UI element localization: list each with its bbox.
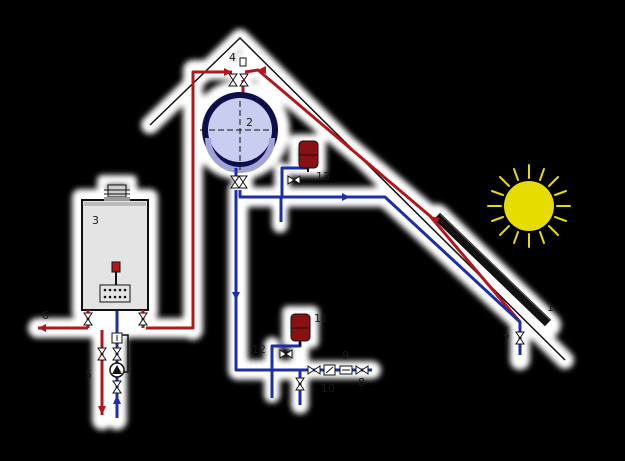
hot-pipes <box>38 68 522 415</box>
hot-return-arrow <box>258 66 266 74</box>
label-9: 9 <box>342 349 349 362</box>
expansion-vessel-11 <box>290 313 311 346</box>
collector-return-pipe <box>244 68 522 323</box>
valve-boiler-left-icon <box>83 312 93 326</box>
label-6: 6 <box>42 309 49 322</box>
component-labels: 1 2 3 4 5 6 7 8 9 10 11 12 13 <box>42 51 554 395</box>
boiler-burner <box>99 284 131 303</box>
storage-tank <box>200 80 280 180</box>
valve-tank-bottom-right-icon <box>238 175 248 189</box>
boiler-control-panel <box>111 261 121 273</box>
solar-collector <box>433 212 552 327</box>
label-5: 5 <box>85 368 92 381</box>
label-13: 13 <box>316 170 330 183</box>
collector-arrow <box>430 216 440 224</box>
cold-arrow-right <box>342 193 350 201</box>
sun-icon <box>487 164 571 248</box>
roof-outline <box>149 36 566 361</box>
valve-collector-icon <box>515 331 525 345</box>
check-valve-10-mark <box>325 366 334 374</box>
cold-arrow-up <box>113 395 121 404</box>
label-10: 10 <box>321 382 335 395</box>
valve-inlet-a-icon <box>307 365 321 375</box>
vessel13-branch <box>280 166 308 197</box>
tank-to-boiler-pipe <box>146 70 232 330</box>
valve-inlet-b-icon <box>355 365 369 375</box>
hot-pipe-arrow <box>224 68 232 76</box>
air-vent <box>239 57 247 67</box>
valve-hot-lower-icon <box>97 347 107 361</box>
label-12: 12 <box>252 343 266 356</box>
valve-cold-drop-icon <box>295 377 305 391</box>
hot-arrow-lower <box>98 406 106 415</box>
valve-vessel13-icon <box>287 175 301 185</box>
valve-tank-top-right-icon <box>239 73 249 87</box>
label-1: 1 <box>547 301 554 314</box>
expansion-vessel-13 <box>298 140 319 172</box>
boiler <box>81 184 149 311</box>
valve-tank-bottom-left-icon <box>230 175 240 189</box>
label-2: 2 <box>246 116 253 129</box>
pump-impeller <box>112 365 122 374</box>
valve-cold-lower-icon <box>112 380 122 394</box>
valve-tank-top-left-icon <box>228 73 238 87</box>
valve-cold-upper-icon <box>112 347 122 361</box>
cold-arrow-tank <box>232 292 240 300</box>
valve-boiler-right-icon <box>138 312 148 326</box>
tank-down-pipe <box>234 190 300 372</box>
flue-cap <box>107 184 127 198</box>
label-7: 7 <box>503 333 510 346</box>
label-3: 3 <box>92 214 99 227</box>
label-11: 11 <box>314 312 328 325</box>
hot-outlet-arrow <box>38 324 46 332</box>
valves <box>83 73 525 394</box>
label-4: 4 <box>229 51 236 64</box>
valve-vessel11-icon <box>279 349 293 359</box>
label-8: 8 <box>358 376 365 389</box>
